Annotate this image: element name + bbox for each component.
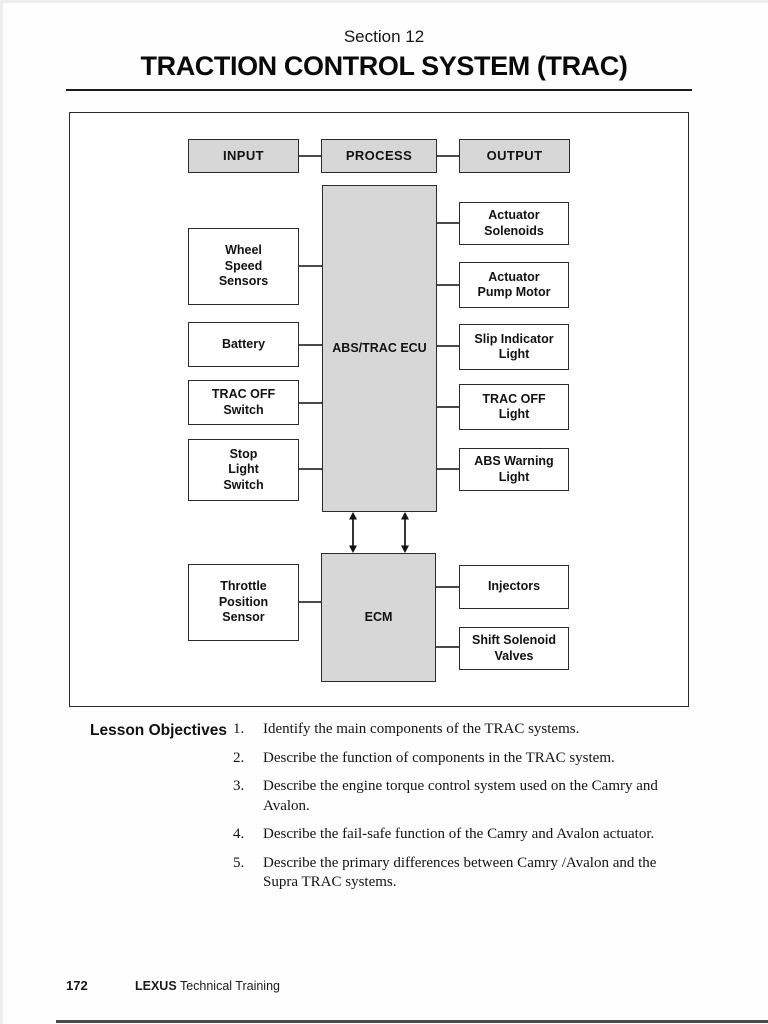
connector-line (437, 468, 459, 470)
connector-line (437, 406, 459, 408)
flow-box-output: OUTPUT (459, 139, 570, 173)
output-box-abs-warning-light: ABS Warning Light (459, 448, 569, 491)
ecu-ecm-arrow (401, 512, 409, 553)
objective-item: 5. Describe the primary differences betw… (233, 854, 680, 893)
output-box-shift-solenoid-valves: Shift Solenoid Valves (459, 627, 569, 670)
connector-line (299, 155, 321, 157)
input-box-wheel-speed-sensors: Wheel Speed Sensors (188, 228, 299, 305)
objective-text: Describe the primary differences between… (263, 854, 657, 891)
objective-item: 1. Identify the main components of the T… (233, 720, 680, 740)
output-box-injectors: Injectors (459, 565, 569, 609)
objective-number: 4. (233, 826, 245, 842)
connector-line (299, 344, 322, 346)
footer-brand-suffix: Technical Training (179, 979, 280, 993)
output-box-actuator-pump-motor: Actuator Pump Motor (459, 262, 569, 308)
output-box-actuator-solenoids: Actuator Solenoids (459, 202, 569, 245)
objective-text: Describe the fail-safe function of the C… (263, 826, 655, 842)
footer-brand: LEXUS Technical Training (135, 979, 280, 993)
objective-number: 3. (233, 778, 245, 794)
objective-item: 2. Describe the function of components i… (233, 749, 680, 769)
connector-line (437, 155, 459, 157)
input-box-battery: Battery (188, 322, 299, 367)
page-title: TRACTION CONTROL SYSTEM (TRAC) (140, 51, 628, 81)
connector-line (299, 601, 321, 603)
footer-brand-name: LEXUS (135, 979, 177, 993)
connector-line (437, 222, 459, 224)
objective-number: 5. (233, 854, 245, 871)
connector-line (299, 468, 322, 470)
objective-item: 4. Describe the fail-safe function of th… (233, 825, 680, 845)
flow-box-process: PROCESS (321, 139, 437, 173)
output-box-slip-indicator-light: Slip Indicator Light (459, 324, 569, 370)
input-box-trac-off-switch: TRAC OFF Switch (188, 380, 299, 425)
objective-text: Describe the engine torque control syste… (263, 778, 658, 814)
objective-text: Identify the main components of the TRAC… (263, 721, 580, 737)
input-box-stop-light-switch: Stop Light Switch (188, 439, 299, 501)
ecu-ecm-arrow (349, 512, 357, 553)
connector-line (299, 402, 322, 404)
connector-line (436, 586, 459, 588)
objective-number: 1. (233, 721, 245, 737)
scan-edge-artifact (0, 0, 3, 1024)
output-box-trac-off-light: TRAC OFF Light (459, 384, 569, 430)
ecu-box: ABS/TRAC ECU (322, 185, 437, 512)
connector-line (436, 646, 459, 648)
connector-line (299, 265, 322, 267)
connector-line (437, 284, 459, 286)
objective-text: Describe the function of components in t… (263, 749, 615, 766)
flow-box-input: INPUT (188, 139, 299, 173)
scan-edge-artifact (56, 1020, 768, 1023)
trac-block-diagram: INPUT PROCESS OUTPUT ABS/TRAC ECU ECM Wh… (69, 112, 689, 707)
section-label: Section 12 (343, 27, 425, 46)
scan-edge-artifact (0, 0, 768, 3)
objective-number: 2. (233, 749, 245, 766)
ecm-box: ECM (321, 553, 436, 682)
lesson-objectives: Lesson Objectives 1. Identify the main c… (90, 720, 680, 902)
title-rule (66, 89, 692, 91)
connector-line (437, 345, 459, 347)
input-box-throttle-position-sensor: Throttle Position Sensor (188, 564, 299, 641)
page-number: 172 (66, 978, 88, 993)
lesson-objectives-label: Lesson Objectives (90, 722, 227, 739)
objectives-list: 1. Identify the main components of the T… (233, 720, 680, 902)
objective-item: 3. Describe the engine torque control sy… (233, 777, 680, 816)
